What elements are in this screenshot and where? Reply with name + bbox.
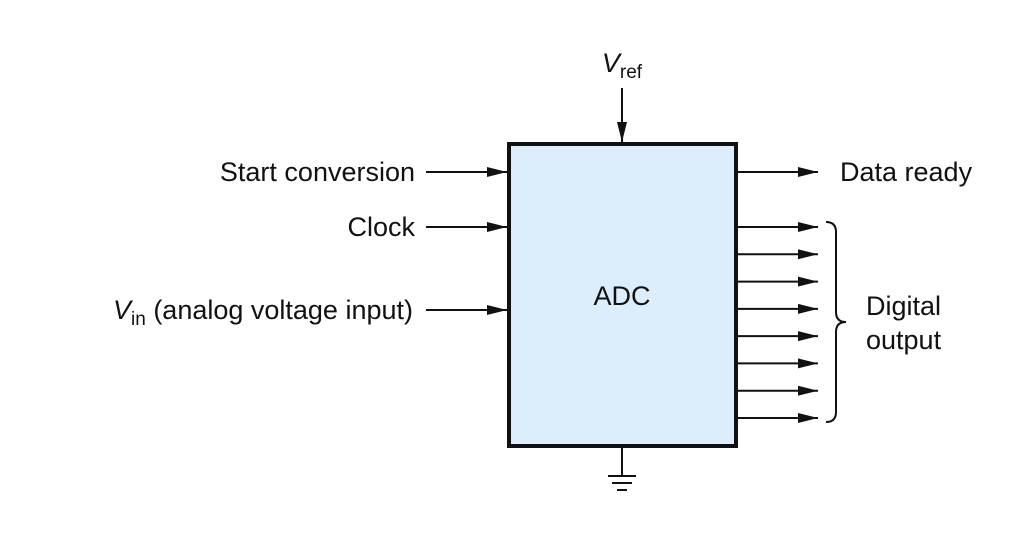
- clock-label: Clock: [347, 212, 415, 242]
- adc-label: ADC: [593, 281, 650, 311]
- data-ready-label: Data ready: [840, 157, 973, 187]
- vref-label: Vref: [602, 48, 643, 83]
- digital-output-label-line2: output: [866, 325, 942, 355]
- digital-output-label-line1: Digital: [866, 291, 941, 321]
- digital-output-lines: [738, 222, 818, 423]
- digital-output-brace: [825, 221, 847, 423]
- ground-icon: [608, 447, 636, 491]
- adc-block: [507, 142, 738, 448]
- vin-label: Vin (analog voltage input): [113, 295, 413, 330]
- start-conversion-label: Start conversion: [220, 157, 415, 187]
